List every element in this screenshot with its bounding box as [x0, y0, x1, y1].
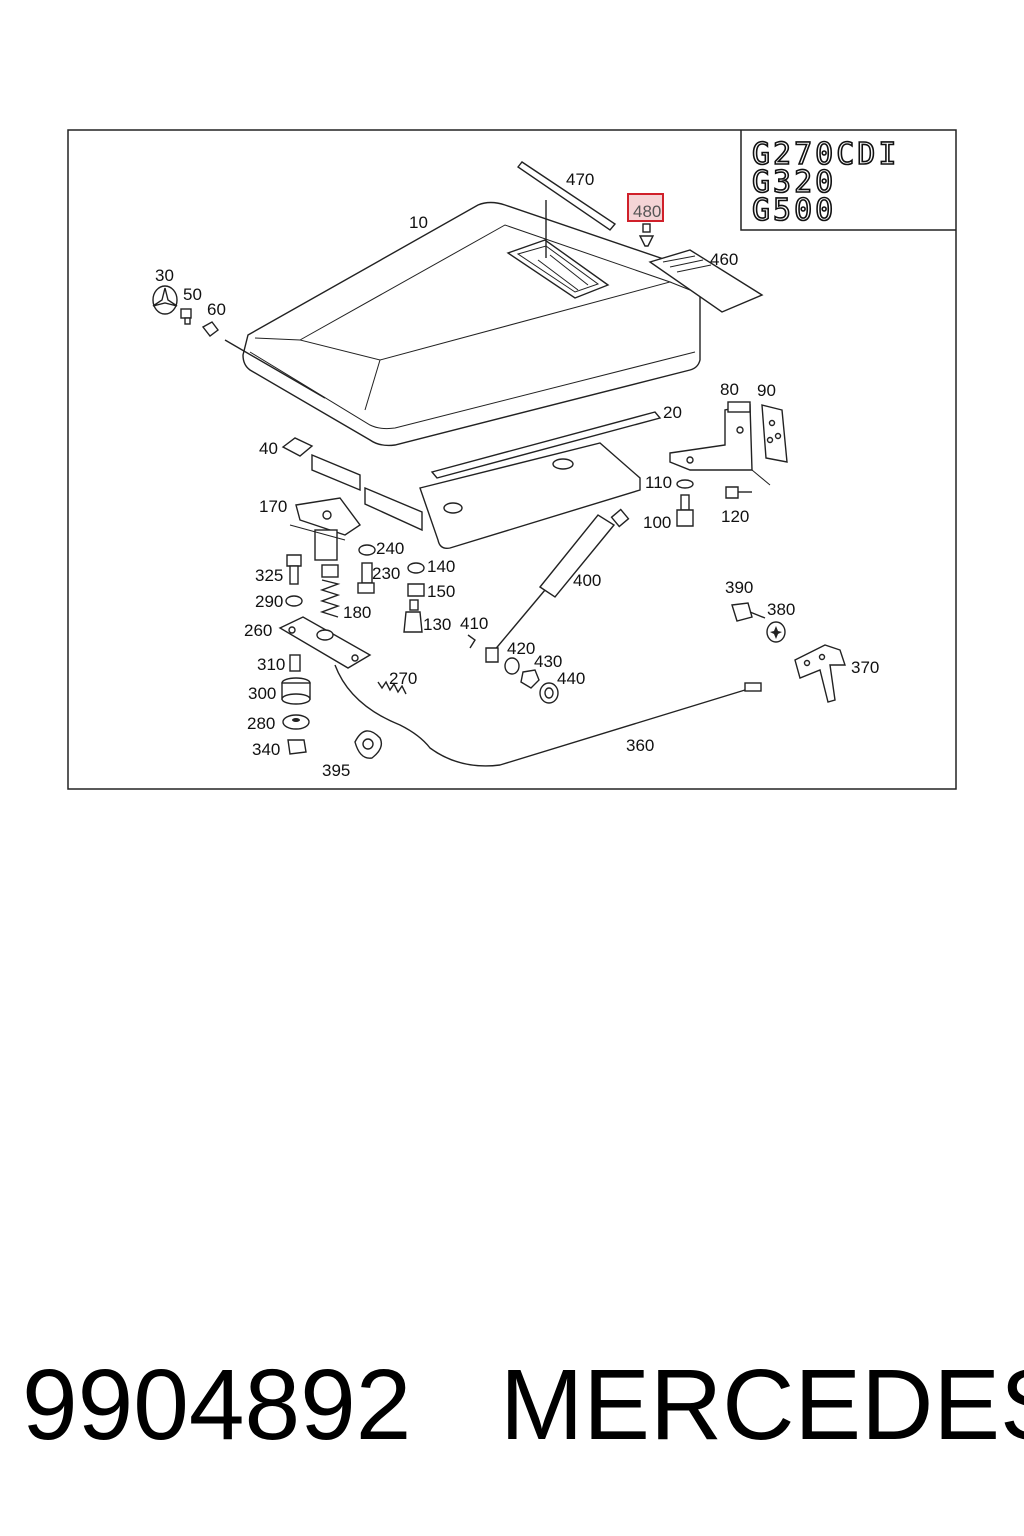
- bushing-440: [539, 682, 559, 704]
- spring-270: [377, 680, 407, 695]
- callout-270: 270: [389, 669, 417, 688]
- washer-280: [282, 714, 310, 730]
- bracket-40: [281, 437, 423, 532]
- callout-140: 140: [427, 557, 455, 576]
- clip-60: [201, 321, 219, 337]
- hinge-plate-90: [761, 404, 788, 463]
- nut-340: [287, 739, 307, 755]
- diagram-frame: [67, 129, 957, 790]
- callout-300: 300: [248, 684, 276, 703]
- emblem-line-3: G500: [752, 193, 836, 228]
- callout-325: 325: [255, 566, 283, 585]
- callout-480-highlight: [627, 193, 664, 222]
- callout-20: 20: [663, 403, 682, 422]
- callout-460: 460: [710, 250, 738, 269]
- callout-390: 390: [725, 578, 753, 597]
- callout-290: 290: [255, 592, 283, 611]
- bolt-390: [731, 602, 766, 622]
- hinge-80: [669, 401, 771, 486]
- emblem-inset-frame: [740, 130, 956, 231]
- callout-150: 150: [427, 582, 455, 601]
- callout-230: 230: [372, 564, 400, 583]
- callout-420: 420: [507, 639, 535, 658]
- callout-360: 360: [626, 736, 654, 755]
- callout-240: 240: [376, 539, 404, 558]
- bolt-230: [357, 562, 375, 594]
- release-handle-370: [794, 644, 846, 703]
- callout-280: 280: [247, 714, 275, 733]
- washer-290: [285, 595, 303, 607]
- callout-90: 90: [757, 381, 776, 400]
- callout-100: 100: [643, 513, 671, 532]
- inner-panel: [419, 442, 641, 550]
- spring-180: [319, 564, 341, 618]
- bushing-310: [289, 654, 301, 672]
- brand-name: MERCEDES: [500, 1349, 1024, 1461]
- emblem-line-2: G320: [752, 165, 836, 200]
- callout-395: 395: [322, 761, 350, 780]
- callout-410: 410: [460, 614, 488, 633]
- callout-380: 380: [767, 600, 795, 619]
- callout-340: 340: [252, 740, 280, 759]
- clip-480: [638, 223, 655, 247]
- screw-120: [725, 486, 752, 499]
- callout-440: 440: [557, 669, 585, 688]
- washer-140: [407, 562, 425, 574]
- callout-120: 120: [721, 507, 749, 526]
- callout-40: 40: [259, 439, 278, 458]
- cable-clip-395: [354, 730, 383, 759]
- callout-260: 260: [244, 621, 272, 640]
- star-emblem-30: [152, 285, 178, 315]
- lock-170: [289, 497, 362, 561]
- callout-310: 310: [257, 655, 285, 674]
- part-number: 9904892: [22, 1349, 412, 1461]
- nut-430: [520, 669, 540, 689]
- callout-50: 50: [183, 285, 202, 304]
- washer-420: [504, 657, 520, 675]
- latch-plate-260: [278, 616, 372, 669]
- callout-80: 80: [720, 380, 739, 399]
- callout-470: 470: [566, 170, 594, 189]
- bumper-130: [403, 599, 423, 633]
- cross-member-20: [430, 411, 662, 479]
- emblem-line-1: G270CDI: [752, 137, 899, 172]
- callout-370: 370: [851, 658, 879, 677]
- callout-130: 130: [423, 615, 451, 634]
- callout-180: 180: [343, 603, 371, 622]
- callout-400: 400: [573, 571, 601, 590]
- star-washer-380: [766, 621, 786, 643]
- cable-end: [744, 682, 762, 692]
- callout-480: 480: [633, 202, 661, 221]
- washer-110: [676, 479, 694, 489]
- gas-strut-400: [485, 508, 630, 663]
- hood-panel: [224, 201, 701, 447]
- clip-410: [467, 634, 476, 649]
- callout-10: 10: [409, 213, 428, 232]
- washer-240: [358, 544, 376, 556]
- bolt-100: [676, 494, 694, 527]
- callout-30: 30: [155, 266, 174, 285]
- nut-150: [407, 583, 425, 597]
- callout-430: 430: [534, 652, 562, 671]
- callout-110: 110: [645, 473, 672, 492]
- callout-170: 170: [259, 497, 287, 516]
- vent-plate-460: [648, 249, 764, 313]
- grommet-50: [180, 308, 192, 325]
- callout-60: 60: [207, 300, 226, 319]
- seal-strip-470: [516, 161, 617, 231]
- release-cable-360: [334, 664, 746, 767]
- buffer-300: [281, 677, 311, 705]
- bolt-325: [286, 554, 302, 585]
